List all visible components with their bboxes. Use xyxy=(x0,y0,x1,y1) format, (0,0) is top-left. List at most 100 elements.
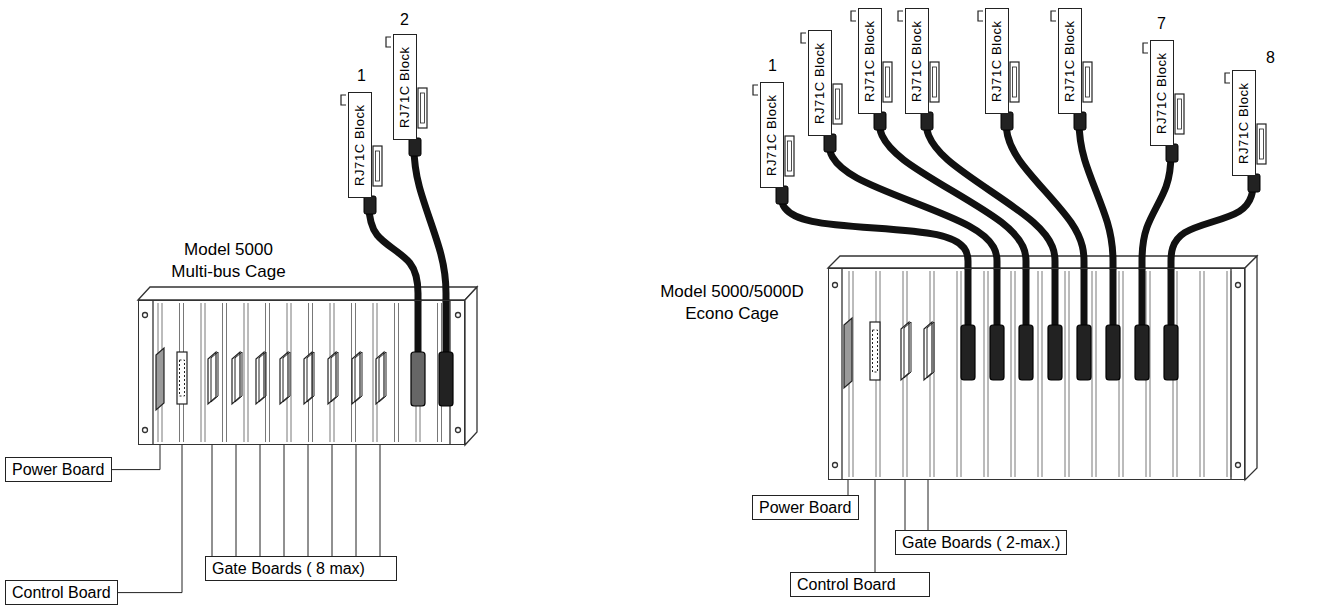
dsub-pins xyxy=(788,141,792,171)
cable xyxy=(1142,146,1171,268)
cable-plug xyxy=(409,138,421,156)
mounting-hole xyxy=(1236,283,1241,288)
board-label-text: Control Board xyxy=(797,575,923,594)
mounting-clip xyxy=(851,11,856,21)
gate-board xyxy=(208,352,216,404)
cable-plug xyxy=(1135,325,1149,380)
board-label-text: Control Board xyxy=(12,583,111,602)
gate-board xyxy=(352,352,360,404)
cable-plug xyxy=(1019,325,1033,380)
gate-board xyxy=(901,322,909,380)
leader-line xyxy=(118,445,182,593)
callout-number: 2 xyxy=(400,12,409,28)
dsub-connector xyxy=(418,88,427,128)
block-label: RJ71C Block xyxy=(989,20,1003,102)
mounting-clip xyxy=(978,11,983,21)
cable-plug xyxy=(961,325,975,380)
slot-guide xyxy=(244,303,248,442)
slot-guide xyxy=(1227,271,1231,477)
cable-plug xyxy=(776,186,788,204)
leader-line xyxy=(875,480,876,572)
cable-plug xyxy=(921,112,933,130)
dsub-connector xyxy=(1175,94,1184,134)
leader-line xyxy=(905,480,906,530)
callout-number: 1 xyxy=(357,68,366,84)
dsub-pins xyxy=(376,151,380,181)
cable-plug xyxy=(824,134,836,152)
dsub-pins xyxy=(1086,67,1090,97)
slot-guide xyxy=(223,303,227,442)
leader-line xyxy=(308,445,309,556)
cable xyxy=(1171,176,1253,268)
leader-line xyxy=(212,445,213,556)
mounting-clip xyxy=(386,37,391,47)
dsub-connector xyxy=(930,62,939,102)
cable-run xyxy=(1023,268,1030,325)
dsub-pins xyxy=(1013,67,1017,97)
cage-heading: Model 5000/5000D Econo Cage xyxy=(643,281,821,325)
gate-board-edge xyxy=(307,352,314,402)
block-label: RJ71C Block xyxy=(1154,52,1168,134)
slot-guide xyxy=(201,303,205,442)
control-connector xyxy=(180,360,185,396)
control-board xyxy=(870,322,880,380)
slot-guide xyxy=(1011,271,1015,477)
cable-plug xyxy=(990,325,1004,380)
board-label: Gate Boards ( 2-max.) xyxy=(895,530,1067,555)
slot-guide xyxy=(395,303,399,442)
dsub-pins xyxy=(886,67,890,97)
block-label: RJ71C Block xyxy=(1062,20,1076,102)
dsub-pins xyxy=(836,89,840,119)
gate-board-edge xyxy=(927,322,934,378)
board-label-text: Gate Boards ( 8 max) xyxy=(212,559,390,578)
cable xyxy=(879,114,1026,268)
mounting-hole xyxy=(456,428,461,433)
board-label: Gate Boards ( 8 max) xyxy=(205,556,397,581)
cage-flange xyxy=(152,300,153,445)
dsub-pins xyxy=(1178,99,1182,129)
callout-number: 8 xyxy=(1266,50,1275,66)
dsub-connector xyxy=(1083,62,1092,102)
gate-board-edge xyxy=(235,352,242,402)
cable xyxy=(414,140,446,300)
slot-guides xyxy=(158,303,442,442)
cable-plug xyxy=(1248,174,1260,192)
cage-heading: Model 5000 Multi-bus Cage xyxy=(161,239,296,283)
board-label: Control Board xyxy=(5,580,118,605)
block-label: RJ71C Block xyxy=(1236,82,1250,164)
mounting-clip xyxy=(1225,73,1230,83)
callout-number: 1 xyxy=(768,58,777,74)
dsub-connector xyxy=(1257,124,1266,164)
block-label: RJ71C Block xyxy=(764,94,778,176)
control-board xyxy=(177,352,187,404)
leader-line xyxy=(260,445,261,556)
cable-plug xyxy=(1166,144,1178,162)
mounting-hole xyxy=(456,313,461,318)
leader-line xyxy=(928,480,929,530)
board-label: Power Board xyxy=(5,457,112,482)
card-cage: Model 5000 Multi-bus Cage xyxy=(138,300,465,445)
leader-line xyxy=(380,445,381,556)
mounting-clip xyxy=(341,95,346,105)
cable-run xyxy=(415,300,422,352)
power-board xyxy=(844,318,852,388)
dsub-pins xyxy=(421,93,425,123)
leader-line xyxy=(284,445,285,556)
mounting-clip xyxy=(753,85,758,95)
dsub-pins xyxy=(933,67,937,97)
control-connector xyxy=(873,330,878,372)
mounting-hole xyxy=(143,428,148,433)
cable-plug xyxy=(874,112,886,130)
leader-line xyxy=(332,445,333,556)
card-cage: Model 5000/5000D Econo Cage xyxy=(828,268,1245,480)
slot-guide xyxy=(1092,271,1096,477)
mounting-clip xyxy=(898,11,903,21)
gate-board-edge xyxy=(211,352,218,402)
cable-run xyxy=(965,268,972,325)
cable-run xyxy=(1052,268,1059,325)
cable xyxy=(781,188,968,268)
cable-plug xyxy=(439,352,453,406)
cable-run xyxy=(1168,268,1175,325)
leader-lines xyxy=(112,445,929,593)
rj71c-block: RJ71C Block xyxy=(760,82,784,188)
